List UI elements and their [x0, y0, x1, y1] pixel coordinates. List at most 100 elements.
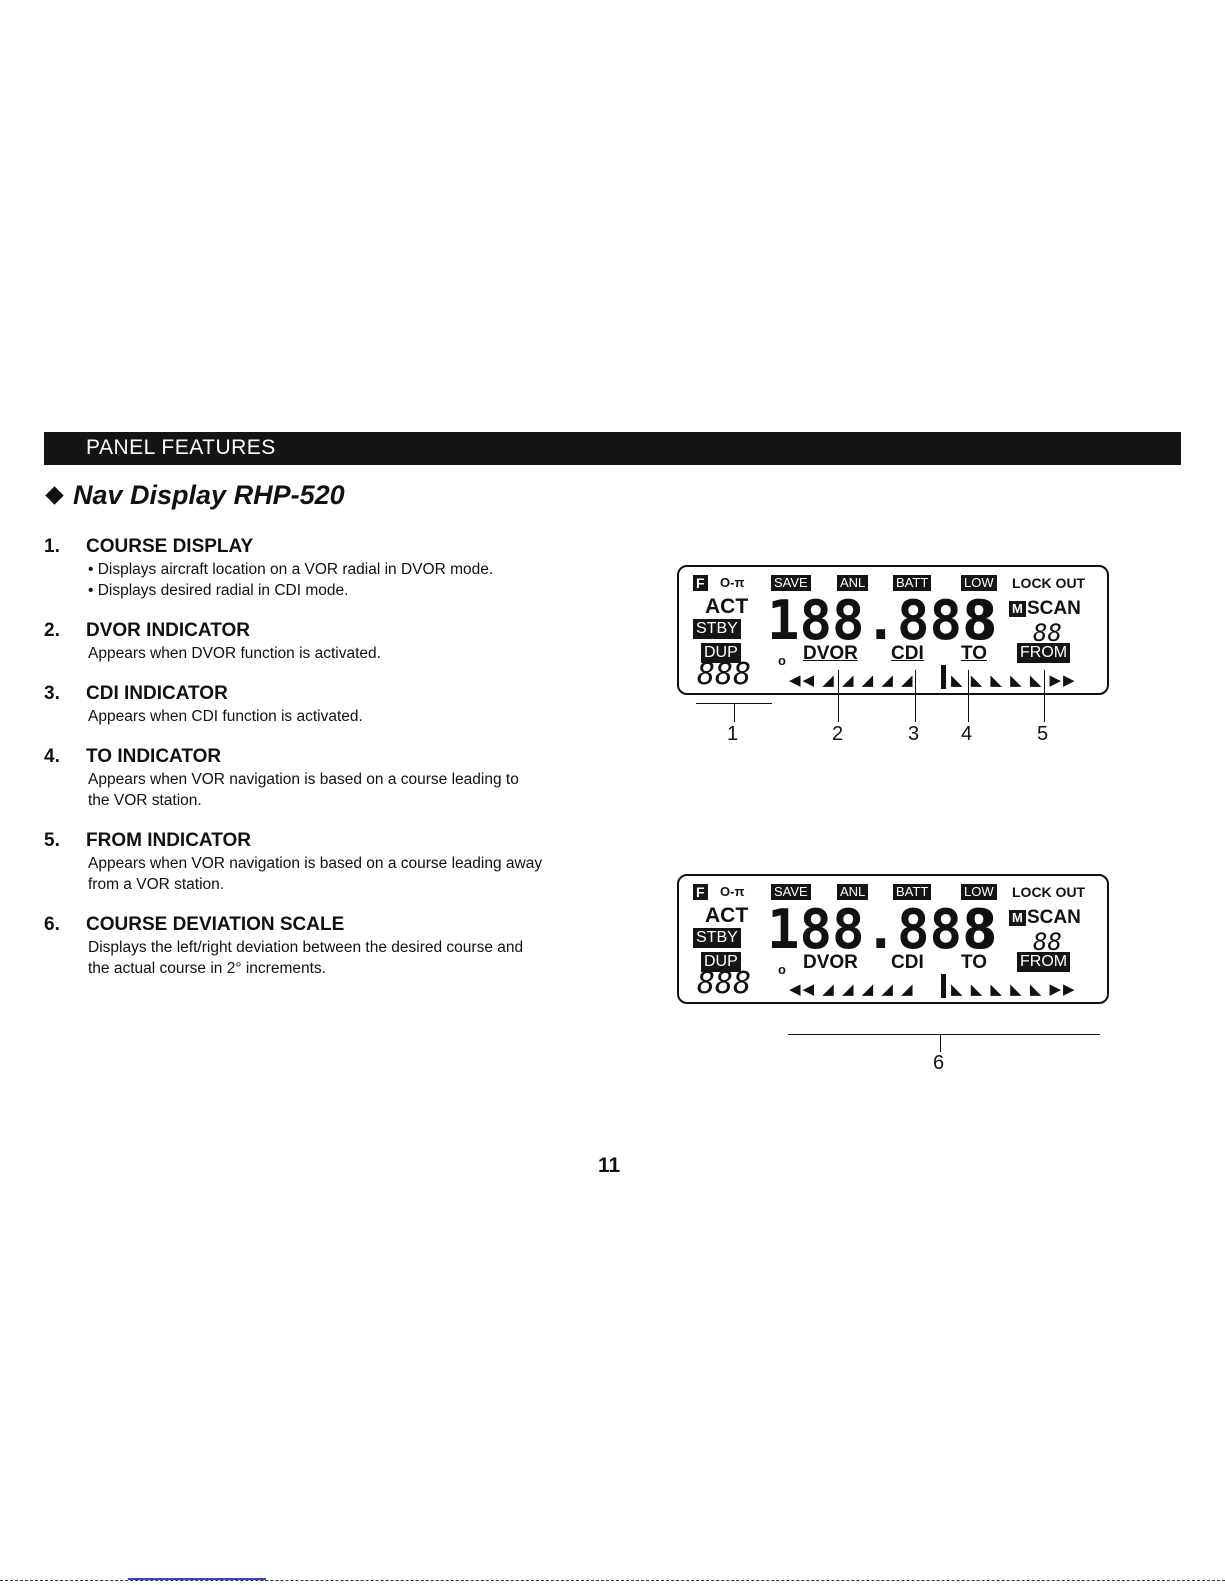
low-indicator: LOW: [961, 575, 997, 591]
callout-number: 6: [933, 1052, 945, 1074]
key-lock-icon: O-π: [720, 884, 745, 899]
feature-number: 6.: [44, 914, 60, 935]
lcd-display-diagram: F O-π SAVE ANL BATT LOW LOCK OUT ACT STB…: [677, 565, 1109, 695]
frequency-display: 188.888: [767, 898, 995, 961]
channel-display: 88: [1033, 619, 1062, 647]
dvor-indicator: DVOR: [803, 952, 858, 973]
feature-title: TO INDICATOR: [86, 746, 222, 767]
callout-line: [915, 670, 916, 722]
callout-bracket: [788, 1034, 1100, 1035]
act-indicator: ACT: [705, 595, 749, 618]
lockout-indicator: LOCK OUT: [1012, 884, 1086, 900]
channel-display: 88: [1033, 928, 1062, 956]
batt-indicator: BATT: [893, 884, 932, 900]
scan-indicator: SCAN: [1027, 598, 1081, 619]
diamond-bullet-icon: [45, 486, 64, 505]
callout-line: [838, 670, 839, 722]
callout-number: 2: [832, 723, 844, 745]
low-indicator: LOW: [961, 884, 997, 900]
callout-bracket: [696, 703, 772, 704]
feature-item: 3. CDI INDICATOR Appears when CDI functio…: [44, 683, 614, 727]
anl-indicator: ANL: [837, 884, 869, 900]
feature-item: 4. TO INDICATOR Appears when VOR navigati…: [44, 746, 614, 811]
feature-title: COURSE DEVIATION SCALE: [86, 914, 345, 935]
deviation-scale-right: ◣ ◣ ◣ ◣ ◣ ▶▶: [951, 981, 1077, 998]
batt-indicator: BATT: [893, 575, 932, 591]
section-title: Nav Display RHP-520: [45, 480, 345, 511]
dup-indicator: DUP: [701, 643, 741, 663]
footer-rule: [0, 1580, 1225, 1581]
memory-indicator: M: [1009, 601, 1026, 617]
header-bar: PANEL FEATURES: [44, 432, 1181, 465]
to-indicator: TO: [961, 643, 988, 664]
header-title: PANEL FEATURES: [86, 436, 276, 459]
degree-symbol: o: [778, 962, 786, 977]
feature-line: Appears when DVOR function is activated.: [88, 645, 381, 662]
feature-title: CDI INDICATOR: [86, 683, 228, 704]
callout-line: [940, 1035, 941, 1052]
callout-number: 3: [908, 723, 920, 745]
cdi-indicator: CDI: [891, 952, 924, 973]
feature-line: Appears when VOR navigation is based on …: [88, 855, 543, 872]
footer-link-underline: [128, 1578, 266, 1580]
anl-indicator: ANL: [837, 575, 869, 591]
act-indicator: ACT: [705, 904, 749, 927]
stby-indicator: STBY: [693, 928, 741, 948]
feature-item: 1. COURSE DISPLAY • Displays aircraft loc…: [44, 536, 614, 601]
feature-title: FROM INDICATOR: [86, 830, 252, 851]
page-number: 11: [598, 1154, 621, 1177]
feature-item: 5. FROM INDICATOR Appears when VOR naviga…: [44, 830, 614, 895]
scan-indicator: SCAN: [1027, 907, 1081, 928]
feature-number: 1.: [44, 536, 60, 557]
feature-line: from a VOR station.: [88, 876, 225, 893]
feature-line: Appears when VOR navigation is based on …: [88, 771, 519, 788]
feature-title: DVOR INDICATOR: [86, 620, 250, 641]
course-display: 888: [697, 966, 752, 1001]
feature-title: COURSE DISPLAY: [86, 536, 254, 557]
dup-indicator: DUP: [701, 952, 741, 972]
key-lock-icon: O-π: [720, 575, 745, 590]
deviation-scale-left: ◀◀ ◢ ◢ ◢ ◢ ◢: [789, 672, 915, 689]
to-indicator: TO: [961, 952, 988, 973]
section-title-text: Nav Display RHP-520: [73, 480, 345, 510]
from-indicator: FROM: [1017, 952, 1071, 972]
stby-indicator: STBY: [693, 619, 741, 639]
feature-line: the VOR station.: [88, 792, 202, 809]
degree-symbol: o: [778, 653, 786, 668]
save-indicator: SAVE: [771, 884, 811, 900]
dvor-indicator: DVOR: [803, 643, 858, 664]
feature-list: 1. COURSE DISPLAY • Displays aircraft loc…: [44, 536, 614, 998]
frequency-display: 188.888: [767, 589, 995, 652]
feature-number: 2.: [44, 620, 60, 641]
frequency-digit: 8: [965, 898, 998, 961]
deviation-scale-left: ◀◀ ◢ ◢ ◢ ◢ ◢: [789, 981, 915, 998]
save-indicator: SAVE: [771, 575, 811, 591]
cdi-indicator: CDI: [891, 643, 924, 664]
center-bar: [941, 665, 946, 689]
callout-number: 5: [1037, 723, 1049, 745]
feature-number: 5.: [44, 830, 60, 851]
callout-line: [968, 670, 969, 722]
callout-line: [734, 704, 735, 722]
feature-line: Displays the left/right deviation betwee…: [88, 939, 524, 956]
feature-line: the actual course in 2° increments.: [88, 960, 326, 977]
f-indicator: F: [693, 884, 708, 900]
feature-number: 4.: [44, 746, 60, 767]
feature-line: • Displays desired radial in CDI mode.: [88, 582, 349, 599]
deviation-scale-right: ◣ ◣ ◣ ◣ ◣ ▶▶: [951, 672, 1077, 689]
callout-number: 4: [961, 723, 973, 745]
callout-line: [1044, 670, 1045, 722]
callout-number: 1: [727, 723, 739, 745]
f-indicator: F: [693, 575, 708, 591]
memory-indicator: M: [1009, 910, 1026, 926]
lcd-display-diagram: F O-π SAVE ANL BATT LOW LOCK OUT ACT STB…: [677, 874, 1109, 1004]
frequency-digit: 8: [965, 589, 998, 652]
lockout-indicator: LOCK OUT: [1012, 575, 1086, 591]
from-indicator: FROM: [1017, 643, 1071, 663]
feature-number: 3.: [44, 683, 60, 704]
feature-line: • Displays aircraft location on a VOR ra…: [88, 561, 494, 578]
course-display: 888: [697, 657, 752, 692]
feature-line: Appears when CDI function is activated.: [88, 708, 363, 725]
center-bar: [941, 974, 946, 998]
feature-item: 2. DVOR INDICATOR Appears when DVOR funct…: [44, 620, 614, 664]
